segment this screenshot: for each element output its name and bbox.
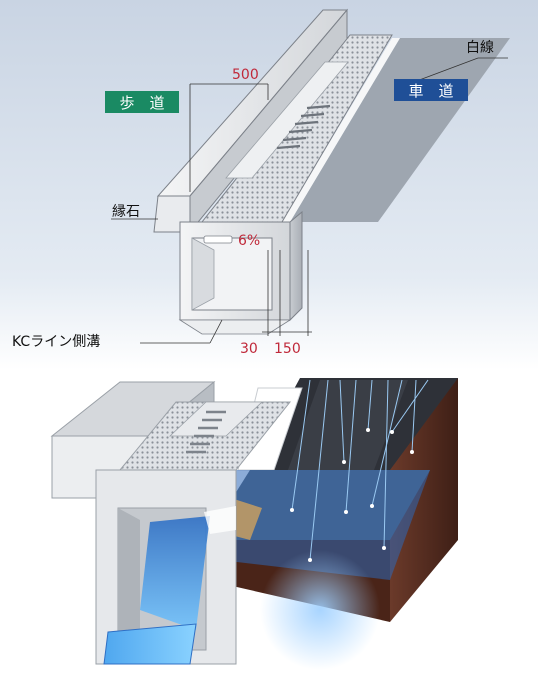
sidewalk-badge (105, 91, 179, 113)
white-line-label: 白線 (466, 40, 494, 56)
slope-label: 6% (238, 233, 260, 249)
rain-drops (290, 428, 414, 562)
width-dimension-lines (189, 83, 269, 192)
grate-3d-slots (186, 410, 226, 454)
water-pool (103, 623, 197, 665)
offset-a-label: 30 (240, 341, 258, 357)
curb-label: 縁石 (112, 204, 140, 220)
water-seepage (214, 470, 430, 580)
water-stream (140, 516, 210, 630)
rain-streaks (291, 379, 429, 561)
roadway-badge (394, 79, 468, 101)
offset-b-label: 150 (274, 341, 301, 357)
water-inlet (204, 506, 236, 534)
road-surface-light (288, 380, 408, 470)
gutter-side (289, 210, 303, 322)
offset-dimension-lines (262, 250, 312, 336)
grate-slots (276, 104, 331, 150)
sidewalk-label: 歩 道 (119, 94, 164, 112)
gutter-inner-wall (191, 237, 215, 311)
gutter-opening (203, 235, 233, 244)
soil-side (390, 378, 458, 622)
grate-slot-panel (225, 61, 349, 179)
gutter-label: KCライン側溝 (12, 334, 100, 350)
roadway-label: 車 道 (408, 82, 453, 100)
white-line-marking (282, 38, 400, 222)
gutter-3d-inner-wall (118, 508, 140, 650)
water-glow-lower (260, 550, 380, 670)
width-dimension-label: 500 (232, 67, 259, 83)
